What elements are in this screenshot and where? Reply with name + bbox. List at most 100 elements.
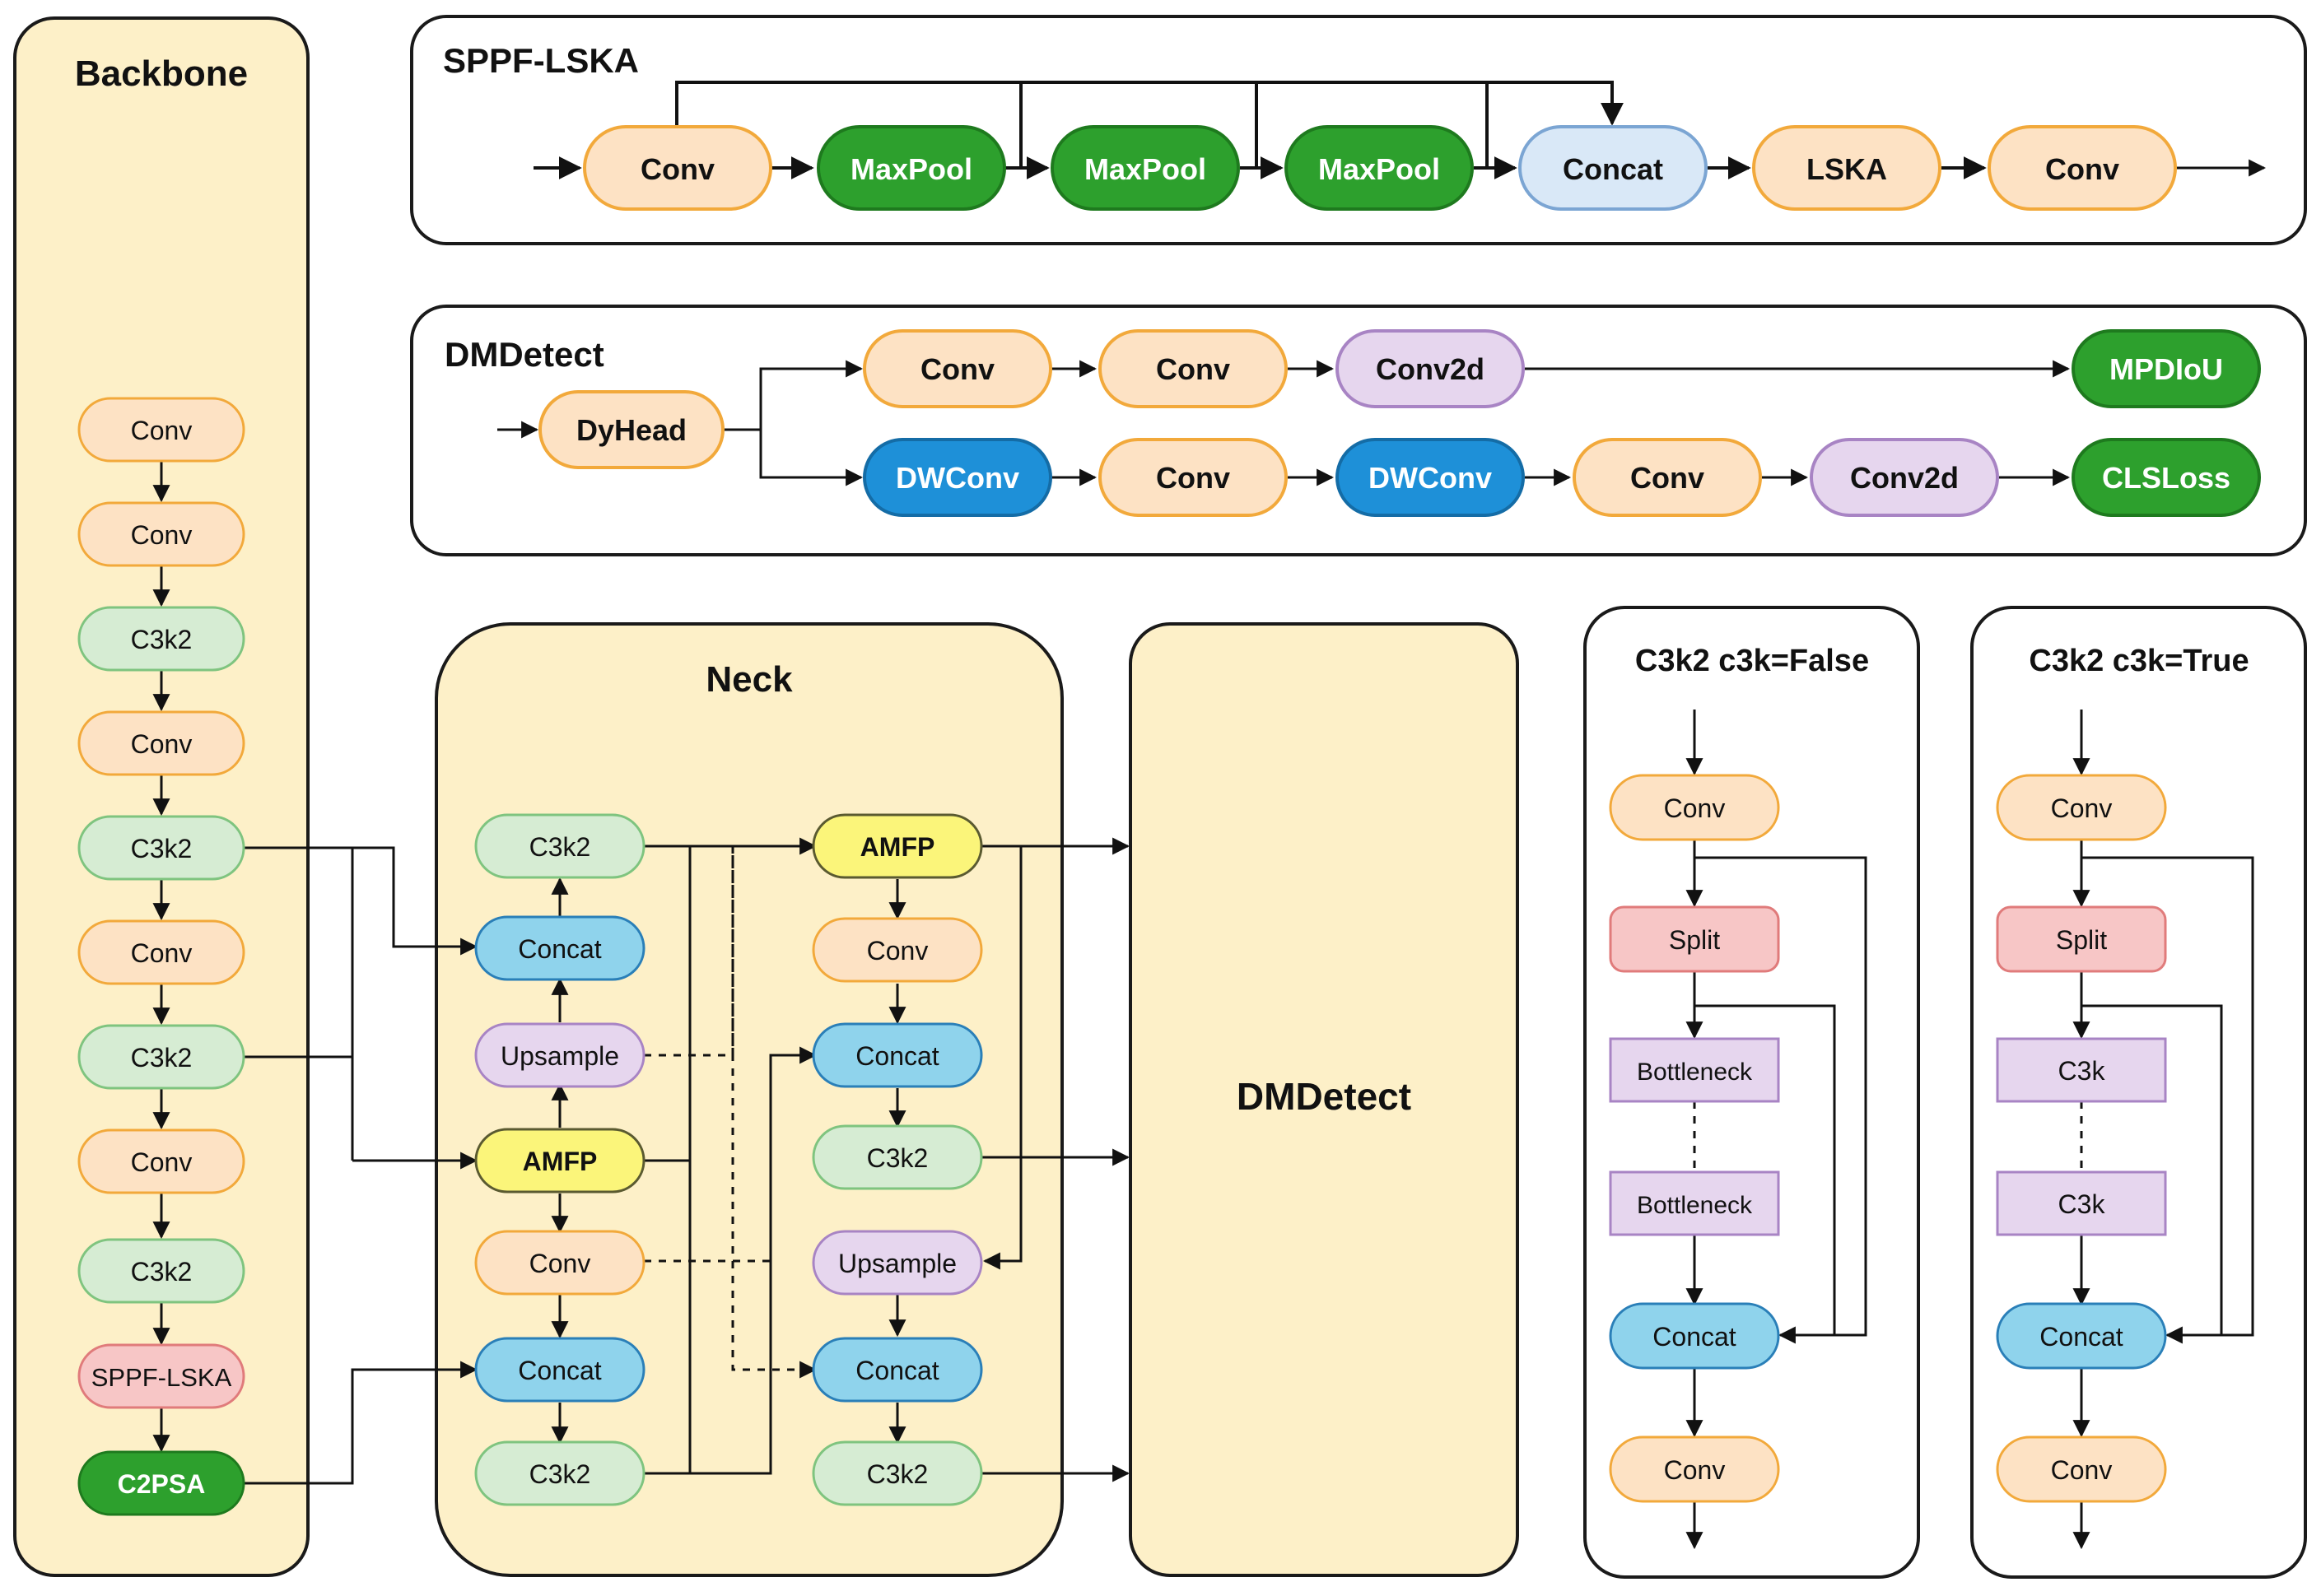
dyhead-node-box: [538, 390, 725, 469]
dmdetect-top-node-box: [863, 329, 1052, 408]
neck-left-node-label: C3k2: [529, 1459, 591, 1489]
backbone-title: Backbone: [75, 54, 248, 94]
c3k2-false-node-box: [1609, 1435, 1780, 1503]
neck-left-node-box: [474, 1022, 645, 1088]
dmdetect-box: [1129, 622, 1519, 1577]
sppf-node-label: Concat: [1563, 152, 1663, 186]
c3k2-false-node-label: Bottleneck: [1637, 1192, 1753, 1219]
neck-left-node: Conv: [474, 1230, 645, 1296]
c3k2-false-node: Split: [1609, 905, 1780, 973]
neck-left-node: Concat: [474, 1337, 645, 1403]
neck-left-node-box: [474, 1128, 645, 1194]
backbone-node: SPPF-LSKA: [77, 1343, 245, 1409]
backbone-node-box: [77, 710, 245, 776]
dmdetect-top-node: MPDIoU: [2072, 329, 2261, 408]
c3k2-false-node-label: Concat: [1652, 1322, 1736, 1352]
c3k2-true-node: Conv: [1996, 774, 2167, 841]
c3k2-false-node-label: Bottleneck: [1637, 1059, 1753, 1086]
neck-right-node: Concat: [812, 1022, 983, 1088]
dmdetect-bottom-node-label: DWConv: [1368, 461, 1492, 495]
dmdetect-bottom-node: CLSLoss: [2072, 438, 2261, 517]
neck-right-node-label: C3k2: [867, 1459, 929, 1489]
dyhead-node-label: DyHead: [576, 413, 687, 447]
dmdetect-top-node-box: [1098, 329, 1288, 408]
backbone-node-box: [77, 815, 245, 881]
dmdetect-box-title: DMDetect: [1237, 1075, 1411, 1118]
sppf-node-label: MaxPool: [851, 152, 972, 186]
neck-right-node: AMFP: [812, 813, 983, 879]
c3k2-true-nodes: Conv Split C3k C3k Concat Conv: [1996, 774, 2167, 1503]
c3k2-false-node-box: [1609, 1037, 1780, 1103]
backbone-node-label: C3k2: [131, 1257, 193, 1287]
sppf-wires: [534, 81, 2267, 179]
neck-right-node: C3k2: [812, 1124, 983, 1190]
dmdetect-bottom-node-box: [1810, 438, 1999, 517]
sppf-lska-title: SPPF-LSKA: [443, 41, 639, 80]
backbone-node-box: [77, 501, 245, 567]
neck-left-node-box: [474, 813, 645, 879]
backbone-node-box: [77, 1128, 245, 1194]
backbone-node-label: C3k2: [131, 625, 193, 654]
c3k2-false-node-box: [1609, 1170, 1780, 1236]
backbone-node: C3k2: [77, 606, 245, 672]
backbone-node-label: SPPF-LSKA: [91, 1363, 232, 1392]
backbone-node: Conv: [77, 397, 245, 463]
backbone-node: C3k2: [77, 1238, 245, 1304]
neck-right-node-box: [812, 1230, 983, 1296]
backbone-node-label: Conv: [131, 729, 193, 759]
backbone-nodes: Conv Conv C3k2 Conv C3k2 Conv C3k2 Conv: [77, 397, 245, 1516]
dmdetect-bottom-node: DWConv: [863, 438, 1052, 517]
dmdetect-bottom-node: Conv2d: [1810, 438, 1999, 517]
neck-right-node-label: Conv: [867, 936, 929, 966]
sppf-node: MaxPool: [1284, 125, 1474, 211]
dmdetect-top-node: Conv: [863, 329, 1052, 408]
dmdetect-bottom-node-box: [863, 438, 1052, 517]
c3k2-true-wires: [2072, 710, 2254, 1550]
c3k2-true-node-box: [1996, 1170, 2167, 1236]
sppf-node-box: [1518, 125, 1708, 211]
dmdetect-top-node-label: Conv: [920, 352, 995, 386]
c3k2-true-node-label: Concat: [2039, 1322, 2123, 1352]
c3k2-true-node-box: [1996, 1037, 2167, 1103]
c3k2-true-node-label: Split: [2056, 925, 2107, 955]
neck-right-node: Upsample: [812, 1230, 983, 1296]
c3k2-false-node-box: [1609, 774, 1780, 841]
neck-cross-links: [644, 837, 818, 1475]
neck-left-node-label: Concat: [518, 934, 602, 964]
dmdetect-top-node-label: Conv2d: [1376, 352, 1484, 386]
neck-panel: Neck: [435, 622, 1064, 1577]
connections: [152, 81, 2267, 1550]
c3k2-false-node-label: Split: [1669, 925, 1720, 955]
neck-left-node-box: [474, 1337, 645, 1403]
dmdetect-bottom-node: DWConv: [1335, 438, 1525, 517]
dyhead-node: DyHead: [538, 390, 725, 469]
backbone-node: C3k2: [77, 815, 245, 881]
neck-right-node-label: Concat: [855, 1356, 939, 1385]
backbone-node-label: Conv: [131, 416, 193, 445]
neck-right-node-box: [812, 1124, 983, 1190]
backbone-node: Conv: [77, 501, 245, 567]
sppf-node: Concat: [1518, 125, 1708, 211]
dmdetect-bottom-node-label: CLSLoss: [2102, 461, 2230, 495]
c3k2-false-node: Concat: [1609, 1302, 1780, 1370]
neck-right-node-label: Concat: [855, 1041, 939, 1071]
dmdetect-bottom-node: Conv: [1573, 438, 1762, 517]
c3k2-true-node-label: Conv: [2051, 793, 2113, 823]
sppf-node-box: [817, 125, 1006, 211]
c3k2-false-node-label: Conv: [1664, 793, 1726, 823]
backbone-node-box: [77, 1238, 245, 1304]
neck-right-node-label: AMFP: [860, 832, 935, 862]
neck-right-node-box: [812, 1337, 983, 1403]
backbone-node-label: Conv: [131, 520, 193, 550]
neck-left-node: Concat: [474, 915, 645, 981]
c3k2-true-node-box: [1996, 774, 2167, 841]
backbone-node-box: [77, 397, 245, 463]
c3k2-true-node-label: C3k: [2058, 1056, 2106, 1086]
backbone-node-label: C2PSA: [118, 1469, 206, 1499]
dmdetect-box-panel: DMDetect: [1129, 622, 1519, 1577]
backbone-node-box: [77, 606, 245, 672]
neck-left-node-box: [474, 1440, 645, 1506]
neck-left-node-box: [474, 1230, 645, 1296]
c3k2-false-node: Conv: [1609, 774, 1780, 841]
